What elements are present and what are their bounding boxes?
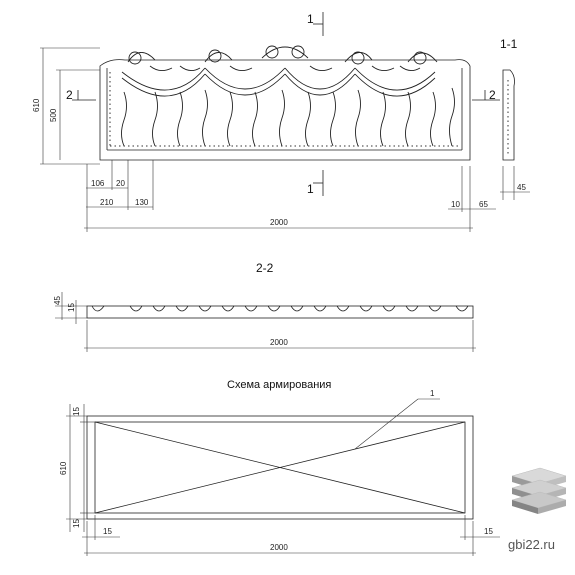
watermark-text: gbi22.ru bbox=[508, 537, 555, 552]
dim-130: 130 bbox=[135, 198, 149, 207]
dim-2000-section: 2000 bbox=[270, 338, 288, 347]
callout-1: 1 bbox=[430, 389, 435, 398]
section-2-2-view: 2-2 45 15 2000 bbox=[53, 261, 476, 352]
panel-outline bbox=[99, 59, 471, 161]
dim-2000-reinf: 2000 bbox=[270, 543, 288, 552]
elevation-view: 1 1 2 2 1-1 610 500 106 20 210 130 bbox=[32, 12, 530, 232]
reinforcement-title: Схема армирования bbox=[227, 379, 331, 391]
balusters bbox=[121, 87, 455, 147]
dim-15-top-reinf: 15 bbox=[72, 407, 81, 416]
dim-10: 10 bbox=[451, 200, 460, 209]
cut-mark-bottom: 1 bbox=[307, 182, 314, 196]
cut-mark-top: 1 bbox=[307, 12, 314, 26]
rebar-diagonal-2 bbox=[94, 421, 466, 514]
dim-610-reinf: 610 bbox=[59, 461, 68, 475]
section-1-1-profile bbox=[502, 69, 515, 161]
dim-106: 106 bbox=[91, 179, 105, 188]
dim-210: 210 bbox=[100, 198, 114, 207]
section-2-2-slab bbox=[86, 305, 474, 319]
reinforcement-inner-frame bbox=[94, 421, 466, 514]
dim-15-bottom-reinf: 15 bbox=[72, 519, 81, 528]
section-1-1-label: 1-1 bbox=[500, 37, 518, 51]
reinforcement-view: Схема армирования 1 15 610 15 15 15 2000 bbox=[59, 379, 500, 556]
dim-45-section: 45 bbox=[53, 296, 62, 305]
dim-15-section: 15 bbox=[67, 303, 76, 312]
dim-500: 500 bbox=[49, 108, 58, 122]
callout-leader bbox=[354, 398, 419, 450]
dim-610: 610 bbox=[32, 98, 41, 112]
section-2-2-holes bbox=[91, 305, 469, 312]
dim-20: 20 bbox=[116, 179, 125, 188]
dim-2000-top: 2000 bbox=[270, 218, 288, 227]
stacked-slabs-icon bbox=[511, 467, 567, 514]
ornamental-crest bbox=[121, 45, 438, 97]
dim-65: 65 bbox=[479, 200, 488, 209]
dim-15-left-reinf: 15 bbox=[103, 527, 112, 536]
dim-15-right-reinf: 15 bbox=[484, 527, 493, 536]
side-mark-right: 2 bbox=[489, 88, 496, 102]
dim-45-top: 45 bbox=[517, 183, 526, 192]
reinforcement-outer-frame bbox=[86, 415, 474, 520]
section-2-2-label: 2-2 bbox=[256, 261, 274, 275]
watermark: gbi22.ru bbox=[508, 467, 567, 552]
side-mark-left: 2 bbox=[66, 88, 73, 102]
